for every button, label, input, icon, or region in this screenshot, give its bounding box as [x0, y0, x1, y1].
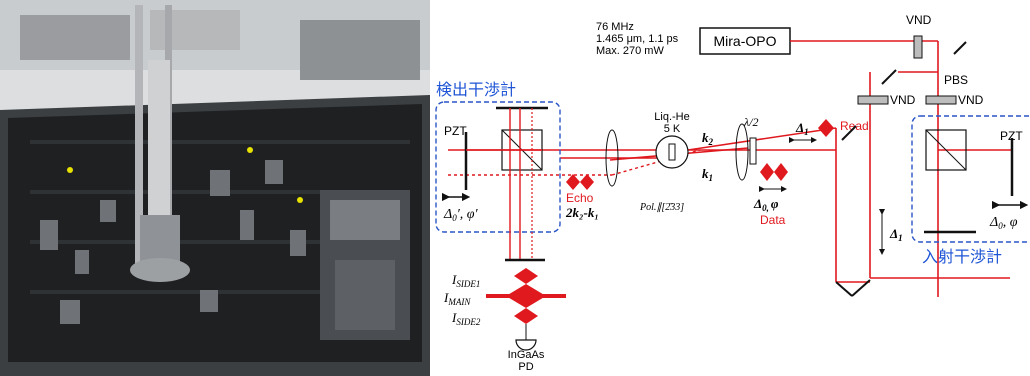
- retro-mirror-1: [835, 281, 853, 297]
- laser-box: [699, 27, 791, 55]
- read-pulse: [818, 119, 834, 137]
- detector-line2: PD: [518, 361, 533, 373]
- read-label: Read: [840, 119, 869, 133]
- half-wave-label: λ/2: [743, 115, 759, 129]
- vnd-right-label: VND: [958, 93, 984, 107]
- half-wave-plate: [749, 137, 757, 165]
- detection-interferometer-label: 検出干渉計: [436, 81, 516, 99]
- vnd-filter-left: [857, 95, 889, 105]
- mirror-upper-left: [881, 69, 897, 85]
- cryostat-icon: [655, 135, 689, 169]
- cryostat-name: Liq.-He: [654, 111, 689, 123]
- vnd-top-label: VND: [906, 13, 932, 27]
- incident-phase-label: Δ0, φ: [989, 215, 1018, 231]
- echo-formula: 2k₂-k₁: [565, 205, 599, 220]
- photodiode-icon: [515, 339, 537, 351]
- output-signal-pulses: [486, 268, 566, 324]
- incident-interferometer-box: [911, 115, 1030, 243]
- k1-label: k1: [702, 166, 713, 183]
- retro-mirror-2: [851, 279, 871, 297]
- vnd-left-label: VND: [890, 93, 916, 107]
- side1-label: ISIDE1: [451, 272, 480, 289]
- detect-phase-label: Δ0′, φ′: [443, 207, 479, 223]
- delay-delta-label: Δ1: [889, 226, 903, 243]
- echo-label: Echo: [566, 191, 594, 205]
- polarization-label: Pol.∥[2̄33]: [639, 202, 684, 213]
- read-delta-label: Δ1: [795, 120, 809, 137]
- k2-label: k2: [702, 130, 714, 147]
- data-pulses: [760, 163, 788, 181]
- spec-rep-rate: 76 MHz: [596, 21, 634, 33]
- mirror-read: [841, 125, 857, 141]
- main-label: IMAIN: [443, 290, 471, 307]
- beam-splitter-incident: [925, 129, 967, 171]
- vnd-filter-right: [925, 95, 957, 105]
- detector-line1: InGaAs: [508, 349, 545, 361]
- spec-power: Max. 270 mW: [596, 45, 664, 57]
- pzt-incident-label: PZT: [1000, 129, 1023, 143]
- pbs-label: PBS: [944, 73, 968, 87]
- side2-label: ISIDE2: [451, 310, 481, 327]
- pzt-detect-label: PZT: [444, 124, 467, 138]
- spec-wavelength: 1.465 μm, 1.1 ps: [596, 33, 679, 45]
- detection-interferometer-box: [435, 101, 561, 233]
- optical-table-photo: [0, 0, 430, 376]
- cryostat-temp: 5 K: [664, 123, 681, 135]
- vnd-filter-top: [913, 35, 923, 59]
- mirror-top-right: [953, 41, 967, 55]
- laser-label: Mira-OPO: [714, 33, 777, 49]
- incident-interferometer-label: 入射干渉計: [922, 248, 1002, 266]
- echo-pulses: [566, 174, 594, 190]
- lens-left: [605, 129, 619, 187]
- data-label: Data: [760, 213, 786, 227]
- data-param-label: Δ0,φ: [753, 196, 779, 213]
- lens-right: [735, 123, 749, 181]
